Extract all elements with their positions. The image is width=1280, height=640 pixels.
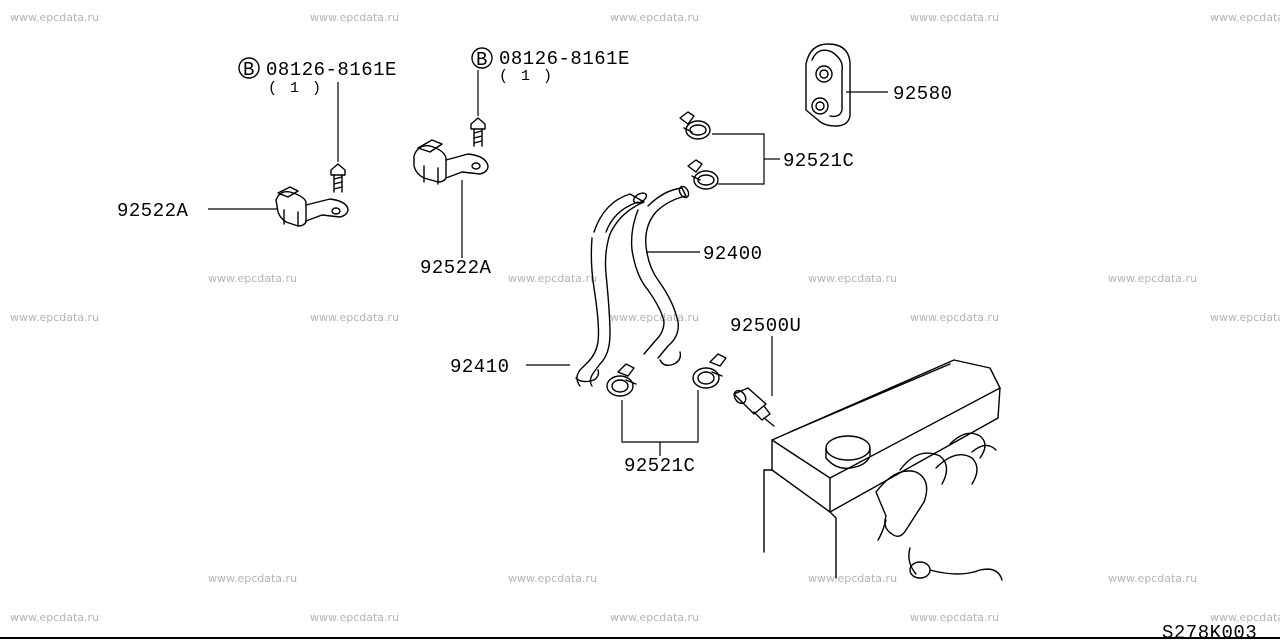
hose-92400 [630, 185, 690, 367]
watermark: www.epcdata.ru [1108, 272, 1197, 285]
label-grommet[interactable]: 92580 [893, 83, 953, 105]
watermark: www.epcdata.ru [508, 572, 597, 585]
watermark: www.epcdata.ru [610, 611, 699, 624]
watermark: www.epcdata.ru [1210, 611, 1280, 624]
bolt-symbol-letter: B [243, 59, 255, 81]
watermark: www.epcdata.ru [10, 311, 99, 324]
pcv-valve [733, 387, 775, 427]
grommet [805, 43, 851, 127]
watermark: www.epcdata.ru [1210, 11, 1280, 24]
leader-bracket [712, 133, 765, 185]
watermark: www.epcdata.ru [208, 572, 297, 585]
watermark: www.epcdata.ru [808, 272, 897, 285]
watermark: www.epcdata.ru [10, 611, 99, 624]
label-bracket-left[interactable]: 92522A [117, 200, 189, 222]
watermark: www.epcdata.ru [910, 611, 999, 624]
watermark: www.epcdata.ru [808, 572, 897, 585]
label-bracket-right[interactable]: 92522A [420, 257, 492, 279]
watermark: www.epcdata.ru [310, 11, 399, 24]
label-hose-92410[interactable]: 92410 [450, 356, 510, 378]
engine-block [763, 359, 1003, 581]
watermark: www.epcdata.ru [10, 11, 99, 24]
bracket-left [275, 186, 349, 227]
watermarks: www.epcdata.ru www.epcdata.ru www.epcdat… [10, 11, 1280, 624]
label-bolt-right-qty: ( 1 ) [499, 68, 554, 85]
bolt-right [470, 117, 486, 147]
watermark: www.epcdata.ru [910, 11, 999, 24]
hose-92410 [575, 192, 648, 387]
watermark: www.epcdata.ru [910, 311, 999, 324]
clamp-upper-bottom [687, 159, 719, 190]
watermark: www.epcdata.ru [508, 272, 597, 285]
label-bolt-right[interactable]: 08126-8161E [499, 48, 630, 70]
label-bolt-left-qty: ( 1 ) [268, 80, 323, 97]
watermark: www.epcdata.ru [208, 272, 297, 285]
watermark: www.epcdata.ru [1108, 572, 1197, 585]
bolt-left [330, 163, 346, 193]
bracket-right [413, 139, 489, 185]
diagram-code: S278K003 [1162, 622, 1257, 640]
watermark: www.epcdata.ru [610, 11, 699, 24]
bolt-symbol-letter: B [476, 49, 488, 71]
label-bolt-left[interactable]: 08126-8161E [266, 59, 397, 81]
bolt-symbol-left: B [238, 57, 260, 81]
clamp-lower-right [692, 353, 727, 389]
watermark: www.epcdata.ru [1210, 311, 1280, 324]
label-clamp-upper[interactable]: 92521C [783, 150, 854, 172]
label-valve[interactable]: 92500U [730, 315, 801, 337]
leader-bracket [621, 390, 699, 443]
clamp-lower-left [606, 363, 637, 397]
clamp-upper-top [679, 111, 711, 140]
watermark: www.epcdata.ru [610, 311, 699, 324]
watermark: www.epcdata.ru [310, 311, 399, 324]
bolt-symbol-right: B [471, 47, 493, 71]
label-hose-92400[interactable]: 92400 [703, 243, 763, 265]
watermark: www.epcdata.ru [310, 611, 399, 624]
label-clamp-lower[interactable]: 92521C [624, 455, 695, 477]
